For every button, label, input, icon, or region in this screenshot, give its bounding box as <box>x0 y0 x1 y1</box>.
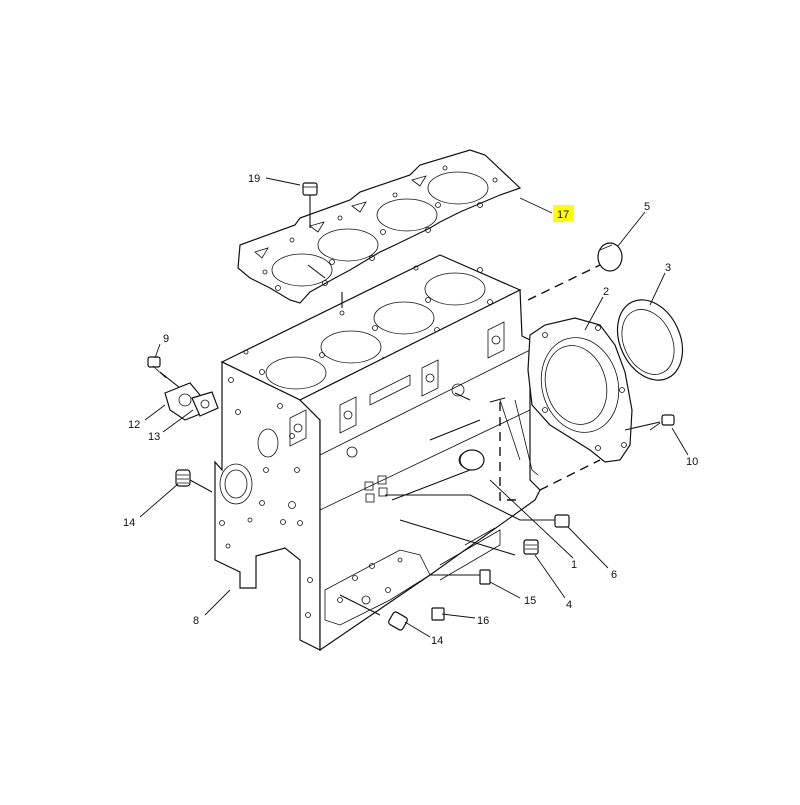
callout-8[interactable]: 8 <box>193 615 199 627</box>
gasket-13[interactable] <box>191 391 219 417</box>
callout-4[interactable]: 4 <box>566 599 572 611</box>
callout-15[interactable]: 15 <box>524 595 536 607</box>
plug-14-upper[interactable] <box>175 469 191 487</box>
bolt-9[interactable] <box>147 356 167 379</box>
callout-12[interactable]: 12 <box>128 419 140 431</box>
callout-14-lower[interactable]: 14 <box>431 635 443 647</box>
callout-3[interactable]: 3 <box>665 262 671 274</box>
connector-lines <box>159 195 661 616</box>
callout-5[interactable]: 5 <box>644 201 650 213</box>
callout-6[interactable]: 6 <box>611 569 617 581</box>
plug-14-lower[interactable] <box>388 611 409 631</box>
rear-oil-seal[interactable] <box>605 289 695 390</box>
alignment-lines <box>499 264 601 501</box>
callout-labels: 19 17 5 3 2 9 12 13 10 14 6 1 8 4 15 16 … <box>123 173 698 647</box>
callout-17[interactable]: 17 <box>557 209 569 221</box>
rear-seal-housing[interactable] <box>527 317 633 463</box>
callout-1[interactable]: 1 <box>571 559 577 571</box>
callout-10[interactable]: 10 <box>686 456 698 468</box>
callout-14-upper[interactable]: 14 <box>123 517 135 529</box>
bolt-15[interactable] <box>479 569 491 585</box>
plug-19[interactable] <box>302 182 318 196</box>
cylinder-block[interactable] <box>214 254 541 652</box>
callout-2[interactable]: 2 <box>603 286 609 298</box>
plug-4[interactable] <box>523 539 539 555</box>
seal-1[interactable] <box>459 449 485 471</box>
callout-9[interactable]: 9 <box>163 333 169 345</box>
plug-6[interactable] <box>554 514 570 528</box>
callout-17-highlight <box>553 205 574 222</box>
callout-13[interactable]: 13 <box>148 431 160 443</box>
bolt-10[interactable] <box>649 414 675 431</box>
leader-lines <box>139 177 689 638</box>
callout-16[interactable]: 16 <box>477 615 489 627</box>
expansion-plug[interactable] <box>597 242 623 272</box>
callout-19[interactable]: 19 <box>248 173 260 185</box>
